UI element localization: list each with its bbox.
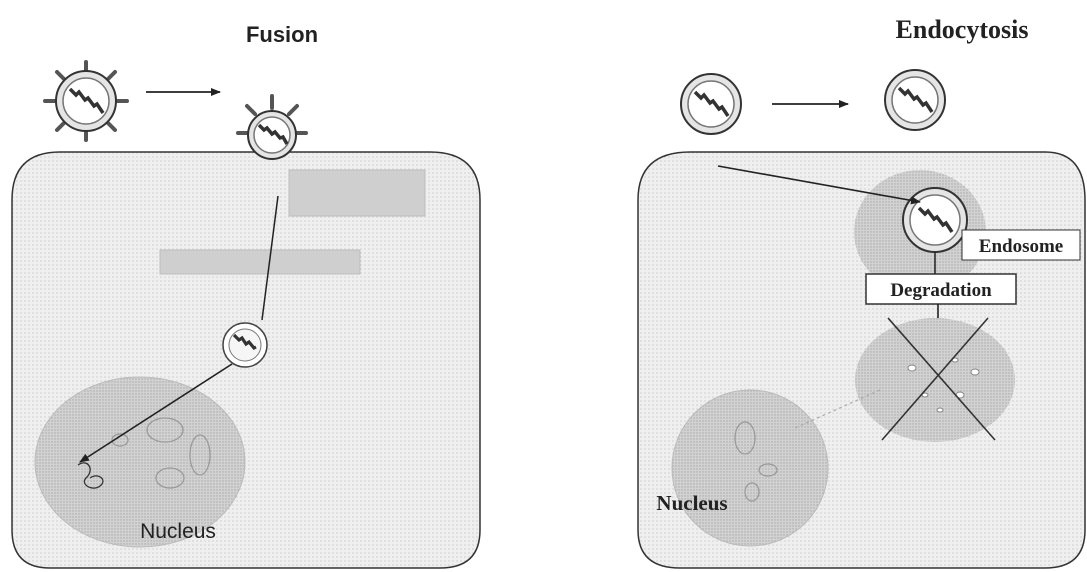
- fusion-panel: Fusion: [12, 22, 480, 568]
- virus-particle-enveloped: [45, 62, 127, 140]
- endosome: [903, 188, 967, 252]
- fusion-title: Fusion: [246, 22, 318, 47]
- fusion-nucleus-label: Nucleus: [140, 520, 216, 543]
- virus-particle-approaching: [885, 70, 945, 130]
- fusion-label-box-1: [289, 170, 425, 216]
- virus-particle-docking: [238, 96, 306, 159]
- endocytosis-nucleus-label: Nucleus: [656, 491, 727, 515]
- endocytosis-panel: Endocytosis Endosome: [638, 15, 1085, 568]
- endocytosis-nucleus: [672, 390, 828, 546]
- fusion-label-box-2: [160, 250, 360, 274]
- endosome-label: Endosome: [979, 236, 1063, 257]
- virus-particle-nonenveloped: [681, 74, 741, 134]
- fusion-capsid: [223, 323, 267, 367]
- endocytosis-title: Endocytosis: [896, 15, 1029, 44]
- degradation-label: Degradation: [890, 280, 992, 301]
